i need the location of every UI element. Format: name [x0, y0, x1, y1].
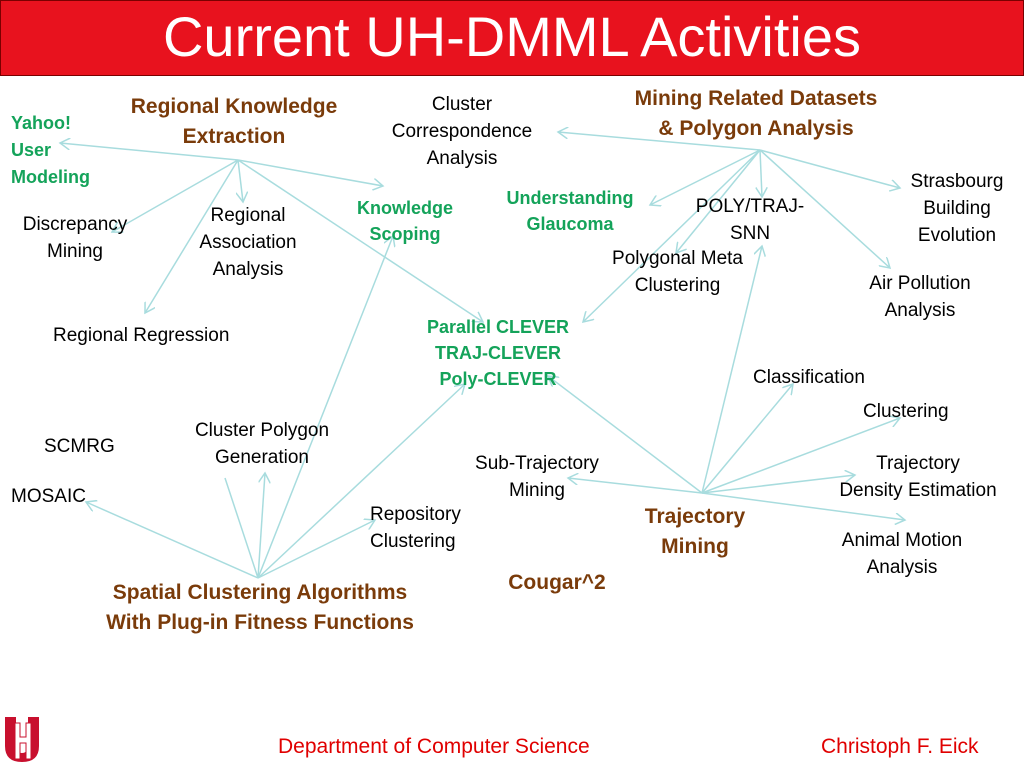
arrow-rke-to-knowledge-scoping [237, 159, 383, 186]
arrow-mrd-to-air-pollution [759, 149, 890, 268]
node-poly-traj-snn: POLY/TRAJ-SNN [695, 196, 805, 244]
arrow-tm-to-sub-trajectory [568, 478, 703, 494]
node-mining-related-datasets: Mining Related Datasets& Polygon Analysi… [634, 87, 878, 140]
arrow-rke-to-yahoo [60, 143, 239, 161]
arrow-tm-to-animal-motion [701, 492, 905, 520]
arrow-sca-to-cluster-polygon-2 [224, 477, 259, 579]
node-clustering: Clustering [863, 401, 949, 422]
arrow-mrd-to-poly-traj-snn [760, 149, 762, 197]
arrow-sca-to-clever [257, 384, 465, 579]
footer-department: Department of Computer Science [278, 735, 590, 758]
arrow-tm-to-trajectory-density [701, 475, 855, 494]
uh-logo: UH [5, 717, 39, 762]
node-scmrg: SCMRG [44, 436, 115, 457]
node-cougar2: Cougar^2 [508, 571, 606, 594]
arrow-rke-to-association [238, 159, 243, 202]
arrow-mrd-to-glaucoma [650, 149, 761, 205]
arrow-tm-to-poly-traj-snn [701, 246, 762, 494]
arrow-rke-to-clever [237, 159, 483, 322]
footer-author: Christoph F. Eick [821, 735, 979, 758]
slide-title: Current UH-DMML Activities [162, 5, 862, 68]
arrow-rke-to-discrepancy [112, 159, 239, 232]
arrow-tm-to-clever [548, 376, 703, 494]
node-classification: Classification [753, 367, 865, 388]
title-bar [0, 0, 1024, 76]
arrow-mrd-to-polygonal-meta [676, 149, 761, 253]
arrow-rke-to-regression [145, 159, 239, 313]
arrow-tm-to-clustering [701, 418, 900, 494]
node-mosaic: MOSAIC [11, 486, 86, 507]
arrow-mrd-to-strasbourg [759, 149, 900, 188]
arrow-sca-to-mosaic [86, 502, 259, 579]
arrow-sca-to-knowledge-scoping [257, 236, 393, 579]
arrow-sca-to-repository [257, 520, 375, 579]
arrow-mrd-to-clever [583, 149, 761, 322]
node-regional-regression: Regional Regression [53, 325, 230, 346]
arrow-tm-to-classification [701, 384, 793, 494]
arrow-mrd-to-cluster-correspondence [558, 132, 761, 151]
arrow-sca-to-cluster-polygon [257, 473, 265, 579]
